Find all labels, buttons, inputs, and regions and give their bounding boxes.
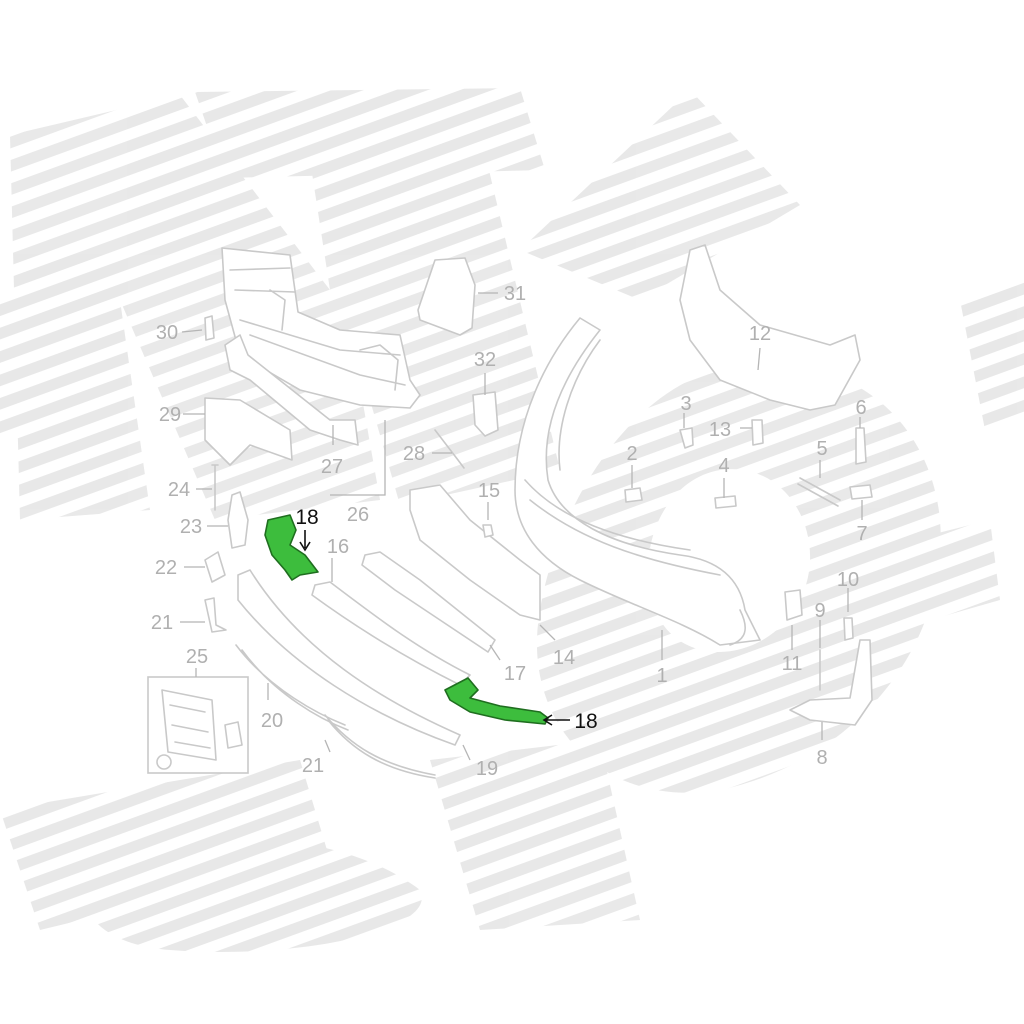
callout-labels: 1 2 3 4 5 6 7 8 9 10 11 12 13 14 15 16 1…: [151, 283, 868, 780]
callout-12[interactable]: 12: [749, 323, 771, 345]
callout-30[interactable]: 30: [156, 322, 178, 344]
strip-part-5: [797, 477, 841, 507]
lower-grille-part-19: [237, 569, 461, 746]
callout-24[interactable]: 24: [168, 479, 190, 501]
callout-9[interactable]: 9: [814, 600, 825, 622]
bolt-part-6: [855, 427, 867, 465]
callout-22[interactable]: 22: [155, 557, 177, 579]
bracket-part-8: [789, 639, 873, 726]
rod-part-28: [434, 429, 465, 469]
callout-17[interactable]: 17: [504, 663, 526, 685]
callout-28[interactable]: 28: [403, 443, 425, 465]
cap-part-4: [714, 495, 737, 509]
watermark: [0, 88, 1024, 952]
callout-7[interactable]: 7: [856, 523, 867, 545]
cap-part-2: [624, 487, 643, 503]
highlighted-parts-18: [264, 514, 549, 725]
bolt-part-13: [751, 419, 764, 446]
bumper-cover-part-1: [514, 317, 761, 646]
absorber-part-14: [409, 484, 541, 621]
license-plate-bracket-part-25: [147, 676, 249, 774]
callout-21-bottom[interactable]: 21: [302, 755, 324, 777]
callout-14[interactable]: 14: [553, 647, 575, 669]
callout-4[interactable]: 4: [718, 455, 729, 477]
grille-part-17: [361, 551, 496, 653]
clip-part-21: [204, 597, 227, 633]
callout-8[interactable]: 8: [816, 747, 827, 769]
callout-1[interactable]: 1: [656, 665, 667, 687]
callout-10[interactable]: 10: [837, 569, 859, 591]
callout-2[interactable]: 2: [626, 443, 637, 465]
callout-31[interactable]: 31: [504, 283, 526, 305]
carrier-part-12: [679, 244, 861, 411]
pin-part-24: [211, 464, 219, 511]
callout-25[interactable]: 25: [186, 646, 208, 668]
bracket-part-23: [227, 491, 249, 549]
callout-26[interactable]: 26: [347, 504, 369, 526]
crossbar-part-27: [224, 334, 359, 446]
bracket-part-18-right[interactable]: [444, 677, 549, 725]
trim-strip-part-21: [324, 714, 436, 779]
parts: [147, 244, 873, 779]
leader-lines: [180, 292, 863, 761]
clip-part-7: [849, 484, 873, 500]
callout-6[interactable]: 6: [855, 397, 866, 419]
trim-strip-part-20: [235, 644, 349, 731]
callout-11[interactable]: 11: [782, 653, 803, 675]
callout-20[interactable]: 20: [261, 710, 283, 732]
callout-13[interactable]: 13: [709, 419, 731, 441]
callout-32[interactable]: 32: [474, 349, 496, 371]
block-part-22: [204, 551, 226, 583]
callout-21-left[interactable]: 21: [151, 612, 173, 634]
callout-15[interactable]: 15: [478, 480, 500, 502]
callout-18-right[interactable]: 18: [574, 710, 597, 733]
clip-part-10: [843, 617, 854, 641]
bracket-part-31: [417, 257, 476, 336]
callout-23[interactable]: 23: [180, 516, 202, 538]
callout-29[interactable]: 29: [159, 404, 181, 426]
bracket-part-11: [784, 589, 803, 621]
clip-part-30: [204, 315, 215, 341]
clip-part-3: [679, 427, 694, 449]
nut-part-15: [482, 524, 494, 538]
bracket-part-29: [204, 397, 293, 466]
callout-19[interactable]: 19: [476, 758, 498, 780]
callout-5[interactable]: 5: [816, 438, 827, 460]
callout-3[interactable]: 3: [680, 393, 691, 415]
bracket-part-32: [472, 391, 499, 437]
callout-16[interactable]: 16: [327, 536, 349, 558]
callout-27[interactable]: 27: [321, 456, 343, 478]
bracket-part-18-left[interactable]: [264, 514, 319, 581]
callout-18-left[interactable]: 18: [295, 506, 318, 529]
